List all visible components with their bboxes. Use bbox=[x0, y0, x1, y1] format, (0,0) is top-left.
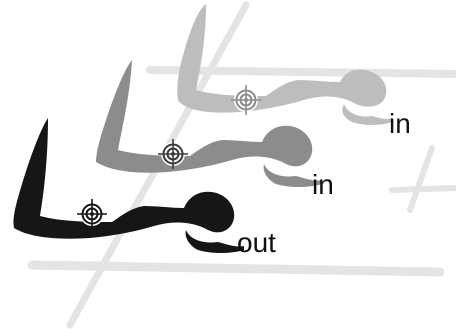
label-middle-in: in bbox=[312, 171, 334, 199]
swimmer-figure-front bbox=[13, 118, 244, 253]
label-top-in: in bbox=[389, 110, 411, 138]
guide-lines bbox=[32, 5, 456, 325]
label-bottom-out: out bbox=[237, 229, 276, 257]
